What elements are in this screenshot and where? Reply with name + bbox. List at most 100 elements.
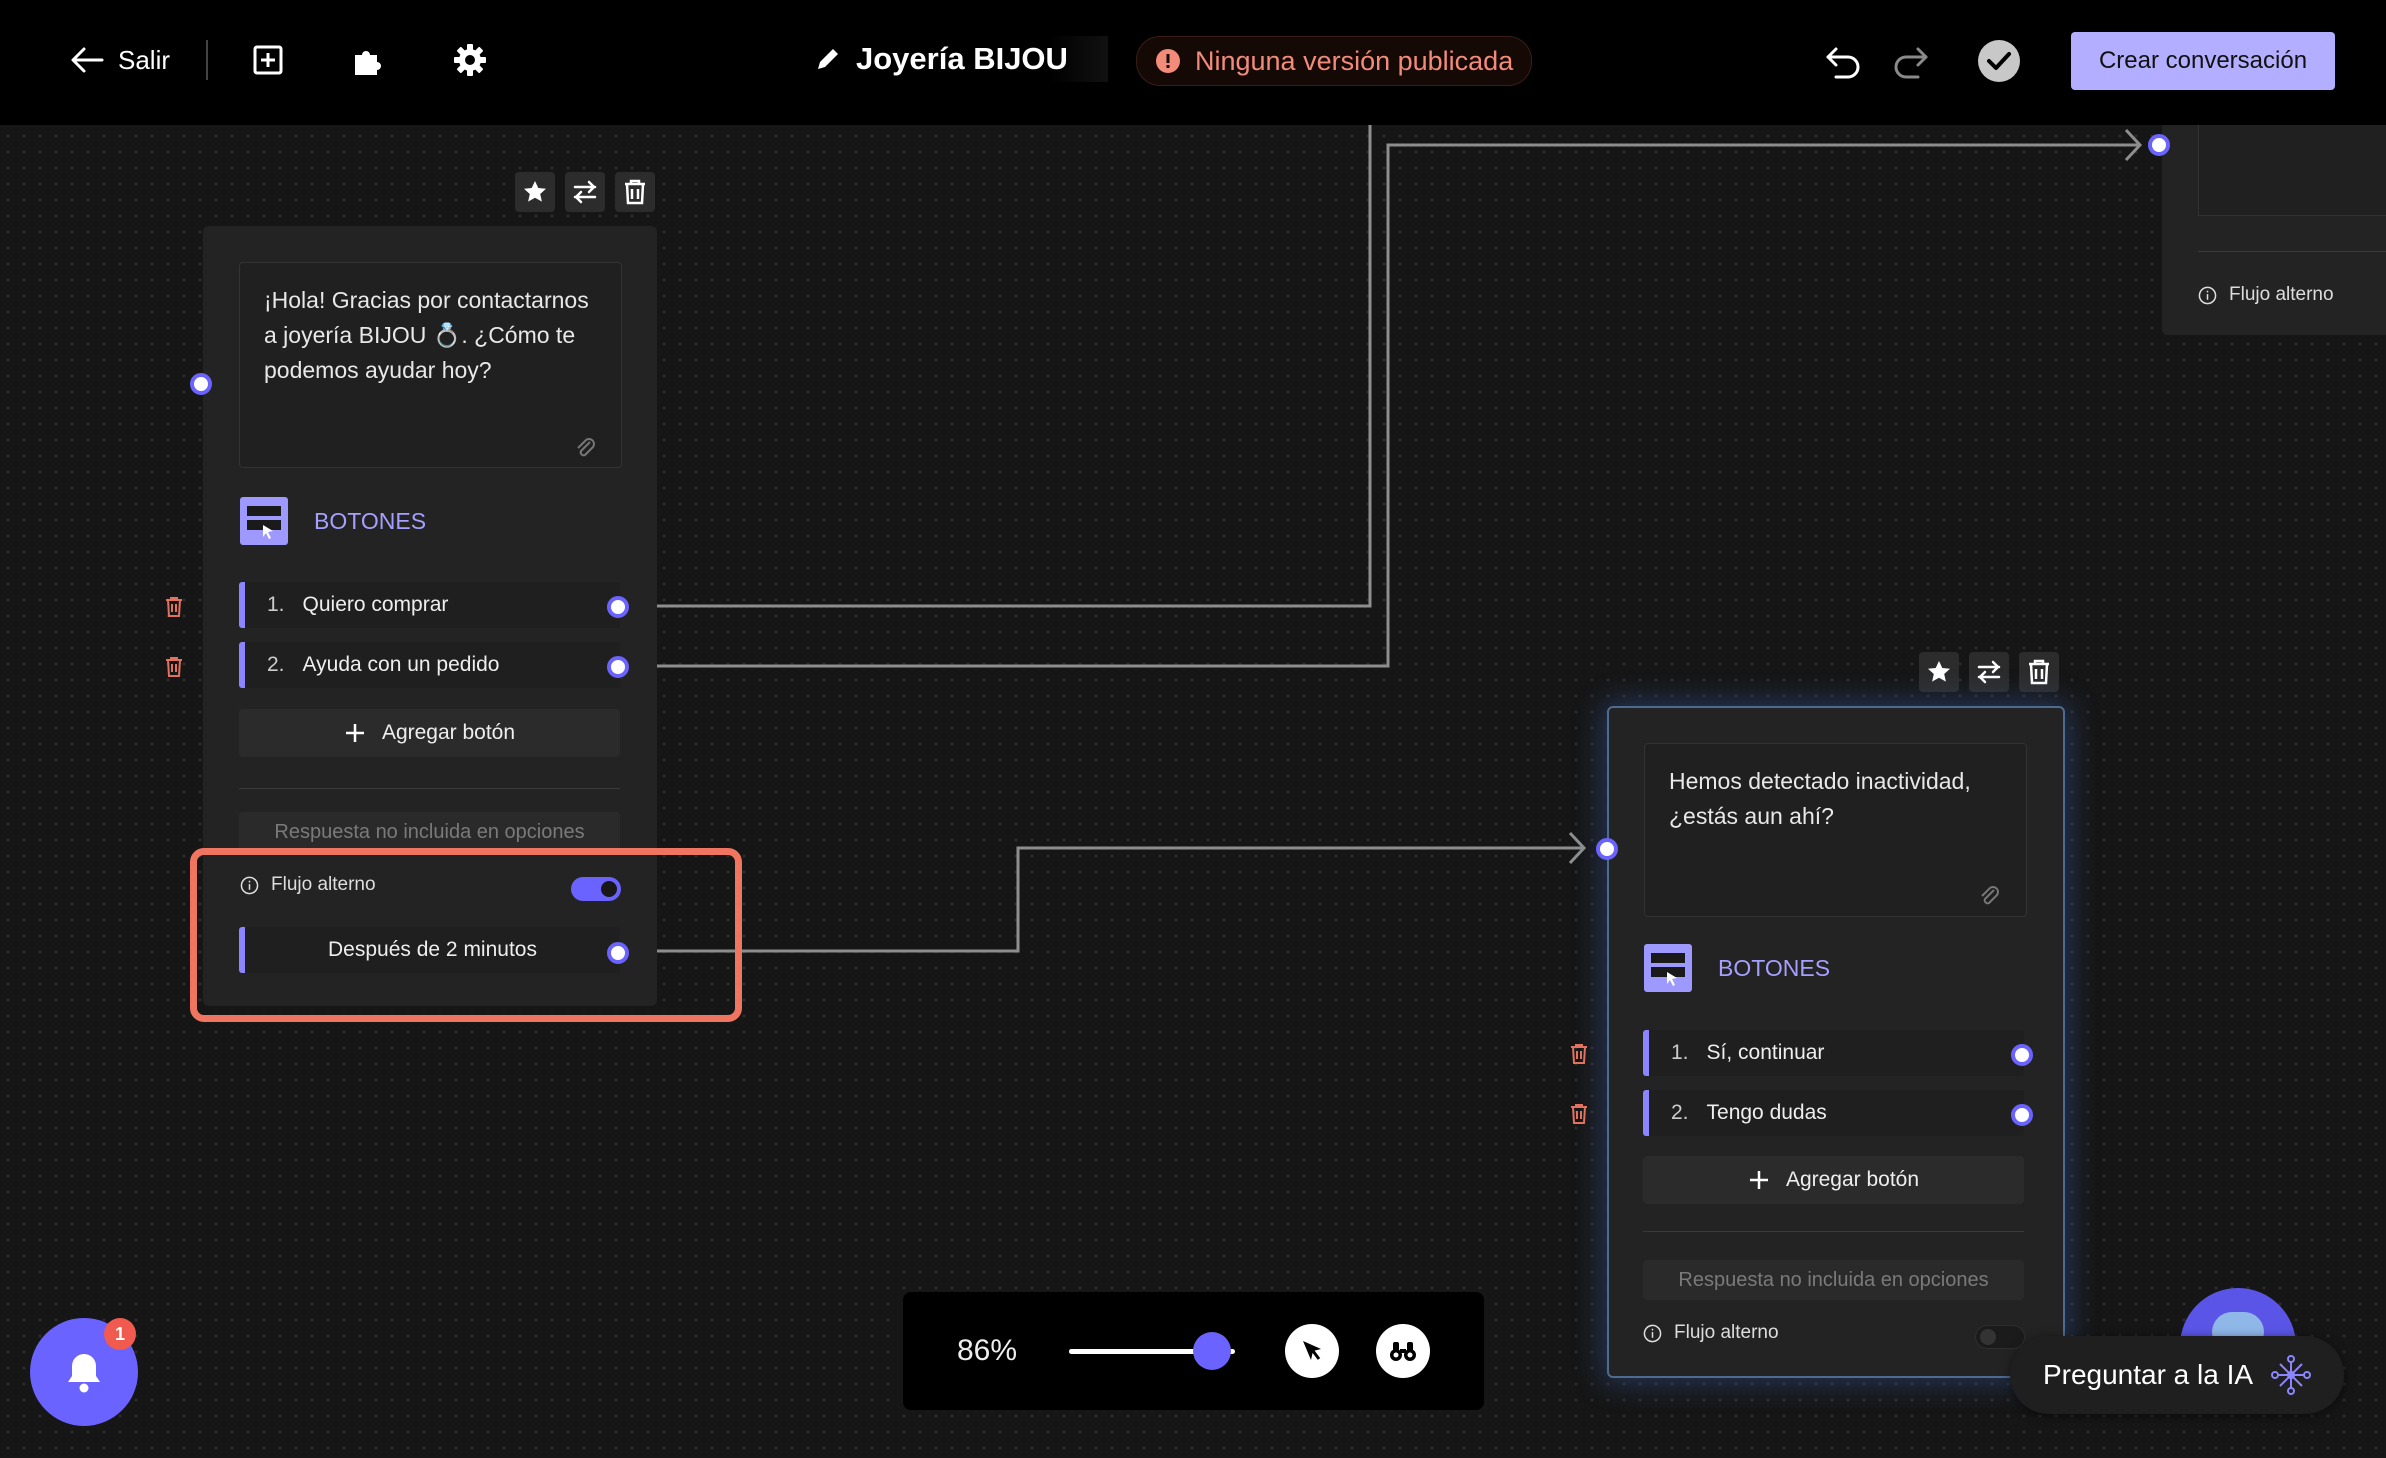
create-conversation-button[interactable]: Crear conversación: [2071, 32, 2335, 90]
topright-message-box[interactable]: [2198, 125, 2386, 216]
attachment-icon[interactable]: [1978, 884, 2000, 906]
alt-flow-row: Flujo alterno: [1643, 1322, 1779, 1344]
flow-title-editor[interactable]: Joyería BIJOU: [814, 36, 1108, 82]
buttons-section-title: BOTONES: [314, 507, 427, 534]
publish-status-badge: Ninguna versión publicada: [1136, 36, 1533, 86]
node-main-input-port[interactable]: [190, 373, 212, 395]
button-option-number: 2.: [267, 653, 285, 676]
save-check-button[interactable]: [1976, 38, 2022, 84]
plus-square-icon: [253, 45, 283, 75]
info-icon: [240, 876, 259, 894]
favorite-node-button[interactable]: [515, 172, 555, 212]
connector-order-help: [656, 143, 2140, 668]
alt-flow-label: Flujo alterno: [1674, 1322, 1779, 1343]
trash-icon: [625, 179, 645, 205]
node-main-buttons-header: BOTONES: [240, 497, 426, 545]
alt-flow-timeout-option[interactable]: Después de 2 minutos: [239, 927, 620, 973]
pointer-tool-button[interactable]: [1285, 1324, 1339, 1378]
section-divider: [239, 788, 620, 789]
add-button-label: Agregar botón: [381, 721, 516, 744]
button-option-2[interactable]: 2. Tengo dudas: [1643, 1090, 2024, 1136]
delete-node-button[interactable]: [2019, 652, 2059, 692]
zoom-slider-thumb[interactable]: [1192, 1332, 1231, 1370]
fallback-response-label: Respuesta no incluida en opciones: [1678, 1268, 1989, 1291]
add-button-label: Agregar botón: [1785, 1168, 1920, 1191]
add-button[interactable]: Agregar botón: [239, 709, 620, 757]
delete-button-2-icon[interactable]: [1569, 1103, 1589, 1125]
alt-flow-row: Flujo alterno: [2198, 284, 2334, 306]
redo-button[interactable]: [1888, 40, 1932, 84]
redo-icon: [1894, 47, 1928, 79]
find-tool-button[interactable]: [1376, 1324, 1430, 1378]
swap-node-button[interactable]: [1969, 652, 2009, 692]
settings-button[interactable]: [450, 40, 490, 80]
exit-button[interactable]: Salir: [70, 38, 170, 82]
buttons-section-title: BOTONES: [1718, 954, 1831, 981]
button-option-1[interactable]: 1. Sí, continuar: [1643, 1030, 2024, 1076]
delete-node-button[interactable]: [615, 172, 655, 212]
canvas-controls: 86%: [903, 1292, 1484, 1410]
delete-button-1-icon[interactable]: [164, 596, 184, 618]
button-option-number: 1.: [267, 593, 285, 616]
button-option-2-port[interactable]: [607, 656, 629, 678]
alt-flow-toggle[interactable]: [571, 877, 621, 901]
integrations-button[interactable]: [348, 40, 388, 80]
fallback-response-option[interactable]: Respuesta no incluida en opciones: [239, 812, 620, 852]
alt-flow-timeout-label: Después de 2 minutos: [328, 938, 537, 961]
button-option-2[interactable]: 2. Ayuda con un pedido: [239, 642, 620, 688]
undo-icon: [1826, 47, 1860, 79]
undo-button[interactable]: [1822, 40, 1866, 84]
publish-status-text: Ninguna versión publicada: [1195, 45, 1514, 76]
button-option-1-port[interactable]: [2011, 1044, 2033, 1066]
button-option-1[interactable]: 1. Quiero comprar: [239, 582, 620, 628]
alt-flow-timeout-port[interactable]: [607, 942, 629, 964]
exit-label: Salir: [118, 44, 171, 75]
delete-button-1-icon[interactable]: [1569, 1043, 1589, 1065]
alt-flow-label: Flujo alterno: [271, 874, 376, 895]
button-option-2-port[interactable]: [2011, 1104, 2033, 1126]
ask-ai-label: Preguntar a la IA: [2042, 1359, 2254, 1390]
button-option-label: Sí, continuar: [1706, 1041, 1825, 1064]
sparkle-network-icon: [2271, 1355, 2312, 1395]
connector-buy: [656, 125, 1372, 608]
message-textarea[interactable]: ¡Hola! Gracias por contactarnos a joyerí…: [239, 262, 622, 468]
info-icon: [1643, 1324, 1662, 1342]
fallback-response-label: Respuesta no incluida en opciones: [274, 820, 585, 843]
button-option-label: Ayuda con un pedido: [302, 653, 500, 676]
node-topright[interactable]: [2162, 125, 2386, 335]
favorite-node-button[interactable]: [1919, 652, 1959, 692]
pencil-icon: [818, 49, 838, 69]
arrow-left-icon: [71, 47, 104, 73]
toolbar-divider: [206, 40, 208, 80]
toggle-knob: [601, 881, 617, 897]
info-icon: [2198, 286, 2217, 304]
button-option-1-port[interactable]: [607, 596, 629, 618]
attachment-icon[interactable]: [574, 436, 596, 458]
plus-icon: [345, 724, 364, 742]
node-topright-input-port[interactable]: [2148, 134, 2170, 156]
plus-icon: [1749, 1171, 1768, 1189]
button-option-label: Tengo dudas: [1706, 1101, 1827, 1124]
message-textarea[interactable]: Hemos detectado inactividad, ¿estás aun …: [1644, 743, 2027, 917]
swap-node-button[interactable]: [565, 172, 605, 212]
zoom-slider-fill: [1069, 1349, 1212, 1354]
ask-ai-button[interactable]: Preguntar a la IA: [2010, 1336, 2344, 1414]
add-button[interactable]: Agregar botón: [1643, 1156, 2024, 1204]
swap-arrows-icon: [573, 180, 597, 204]
delete-button-2-icon[interactable]: [164, 656, 184, 678]
fallback-response-option[interactable]: Respuesta no incluida en opciones: [1643, 1260, 2024, 1300]
arrow-head-inactivity: [1568, 831, 1587, 865]
node-inactivity-input-port[interactable]: [1596, 838, 1618, 860]
alt-flow-label: Flujo alterno: [2229, 284, 2334, 305]
alert-circle-icon: [1156, 49, 1180, 73]
cursor-icon: [1303, 1341, 1321, 1360]
highlight-box: [190, 848, 742, 1022]
add-node-button[interactable]: [248, 40, 288, 80]
node-inactivity-toolbar: [1919, 652, 2059, 692]
button-option-label: Quiero comprar: [302, 593, 449, 616]
connector-alt-flow: [656, 846, 1584, 953]
zoom-slider[interactable]: [1069, 1332, 1235, 1370]
alt-flow-toggle[interactable]: [1975, 1325, 2025, 1349]
section-divider: [2198, 251, 2386, 252]
